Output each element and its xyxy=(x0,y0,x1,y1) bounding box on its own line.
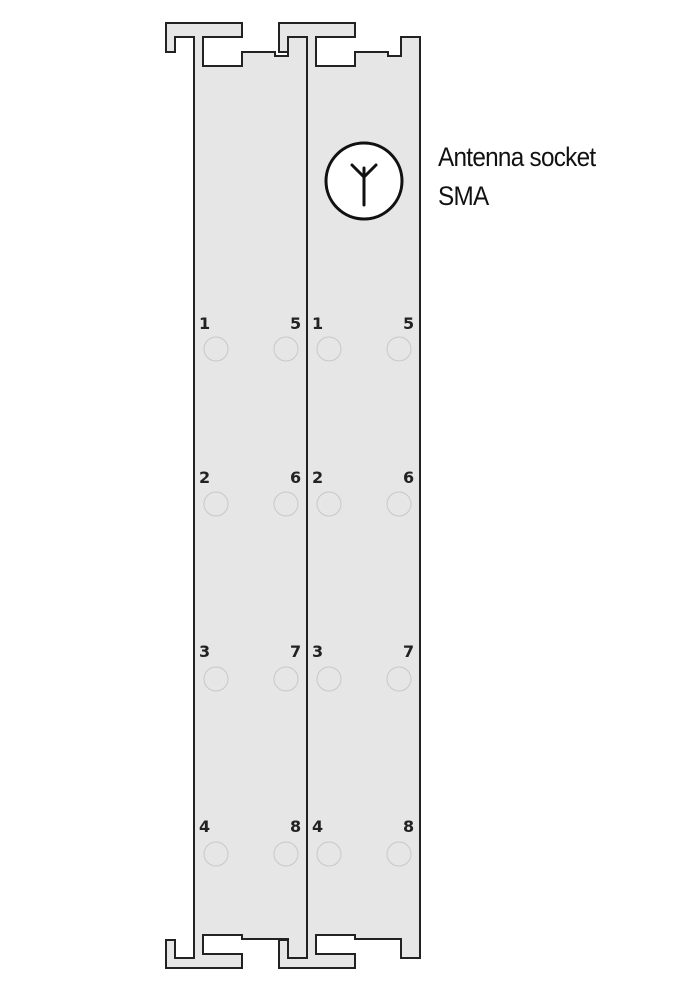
terminal-number: 6 xyxy=(403,468,414,487)
terminal-connector xyxy=(273,491,299,517)
antenna-label-line2: SMA xyxy=(438,181,489,211)
terminal-number: 5 xyxy=(290,314,301,333)
terminal-number: 8 xyxy=(290,817,301,836)
terminal-number: 2 xyxy=(199,468,210,487)
terminal-connector xyxy=(203,666,229,692)
terminal-number: 4 xyxy=(312,817,323,836)
terminal-number: 3 xyxy=(312,642,323,661)
terminal-module-2 xyxy=(278,22,421,969)
terminal-connector xyxy=(316,336,342,362)
terminal-connector xyxy=(316,841,342,867)
terminal-number: 1 xyxy=(312,314,323,333)
terminal-connector xyxy=(386,841,412,867)
terminal-number: 4 xyxy=(199,817,210,836)
terminal-module-1 xyxy=(165,22,308,969)
terminal-number: 3 xyxy=(199,642,210,661)
terminal-connector xyxy=(273,666,299,692)
terminal-number: 1 xyxy=(199,314,210,333)
terminal-number: 8 xyxy=(403,817,414,836)
terminal-connector xyxy=(316,491,342,517)
antenna-icon xyxy=(350,163,378,207)
antenna-label-line1: Antenna socket xyxy=(438,142,596,172)
terminal-connector xyxy=(316,666,342,692)
terminal-number: 2 xyxy=(312,468,323,487)
terminal-connector xyxy=(386,666,412,692)
terminal-number: 5 xyxy=(403,314,414,333)
terminal-connector xyxy=(386,491,412,517)
terminal-number: 6 xyxy=(290,468,301,487)
terminal-connector xyxy=(273,841,299,867)
terminal-number: 7 xyxy=(403,642,414,661)
terminal-connector xyxy=(203,491,229,517)
terminal-connector xyxy=(273,336,299,362)
terminal-connector xyxy=(386,336,412,362)
terminal-connector xyxy=(203,336,229,362)
terminal-number: 7 xyxy=(290,642,301,661)
terminal-connector xyxy=(203,841,229,867)
